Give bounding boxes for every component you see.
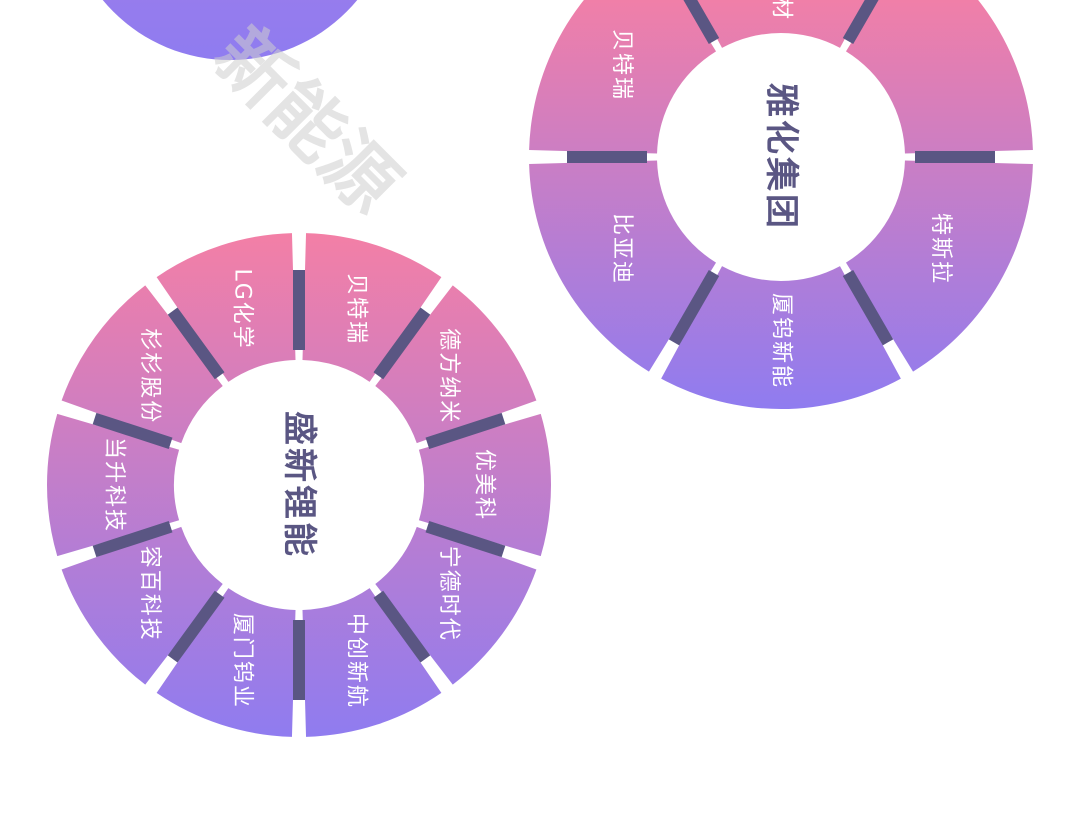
wheel-shengxin-dividers (92, 270, 506, 700)
wheel-shengxin-segment-label: LG化学 (229, 268, 254, 349)
watermark: 新能源 (197, 12, 415, 230)
partial-top-circle (102, 0, 358, 60)
wheel-shengxin-segment (61, 285, 223, 444)
wheel-yahua-divider (842, 270, 894, 346)
wheel-yahua-segment (661, 266, 901, 409)
wheel-yahua-dividers (567, 0, 995, 346)
wheel-yahua-segment (529, 160, 717, 372)
watermark-text: 新能源 (197, 12, 415, 230)
wheel-yahua-segment-label: 厦钨新能 (769, 293, 794, 389)
wheel-shengxin-divider (167, 307, 225, 380)
wheel-shengxin-segment-label: 厦门钨业 (229, 613, 254, 709)
wheel-shengxin-hub-label: 盛新锂能 (279, 411, 319, 559)
wheel-yahua-divider (668, 270, 720, 346)
wheel-shengxin-segment-label: 中创新航 (344, 613, 369, 709)
wheel-shengxin-segments (46, 233, 552, 737)
wheel-shengxin-segment-label: 优美科 (472, 449, 497, 521)
wheel-shengxin-divider (425, 521, 506, 558)
wheel-yahua-hub-label: 雅化集团 (761, 83, 801, 231)
wheel-shengxin-segment (46, 413, 180, 557)
wheel-shengxin-segment (375, 526, 537, 685)
wheel-shengxin-segment-label: 容百科技 (137, 546, 162, 642)
wheel-shengxin-segment-label: 德方纳米 (436, 328, 461, 424)
wheel-shengxin-segment (418, 413, 552, 557)
wheel-shengxin-divider (425, 412, 506, 449)
wheel-yahua-segment-label: 振华新材 (769, 0, 794, 21)
wheel-yahua-segment (845, 160, 1033, 372)
wheel-shengxin-segment-label: 杉杉股份 (137, 328, 162, 424)
wheel-shengxin-segment-label: 当升科技 (102, 437, 127, 533)
wheel-yahua-segment (696, 0, 866, 48)
wheel-shengxin-segment (302, 588, 442, 737)
wheel-shengxin-segment (61, 526, 223, 685)
wheel-yahua-segment (529, 0, 717, 154)
wheel-shengxin-divider (167, 590, 225, 663)
wheel-yahua-segment-label: 特斯拉 (928, 213, 953, 285)
wheel-yahua-segment-label: 贝特瑞 (609, 29, 634, 101)
wheel-shengxin-segment (375, 285, 537, 444)
wheel-yahua-segments (529, 0, 1033, 409)
wheel-shengxin-divider (373, 590, 431, 663)
wheel-shengxin-segment (156, 588, 296, 737)
wheel-shengxin-divider (92, 412, 173, 449)
wheel-shengxin-segment (302, 233, 442, 382)
wheel-shengxin-segment (156, 233, 296, 382)
wheel-yahua-segment (845, 0, 1033, 154)
wheel-shengxin-segment-label: 贝特瑞 (344, 273, 369, 345)
wheel-yahua-divider (842, 0, 879, 44)
wheel-yahua-hub (665, 41, 897, 273)
wheel-shengxin-divider (373, 307, 431, 380)
wheel-shengxin-divider (92, 521, 173, 558)
wheel-yahua-segment-label: 比亚迪 (609, 213, 634, 285)
wheel-shengxin-hub (182, 368, 416, 602)
wheel-yahua-divider (683, 0, 720, 44)
wheel-shengxin-segment-label: 宁德时代 (436, 546, 461, 642)
